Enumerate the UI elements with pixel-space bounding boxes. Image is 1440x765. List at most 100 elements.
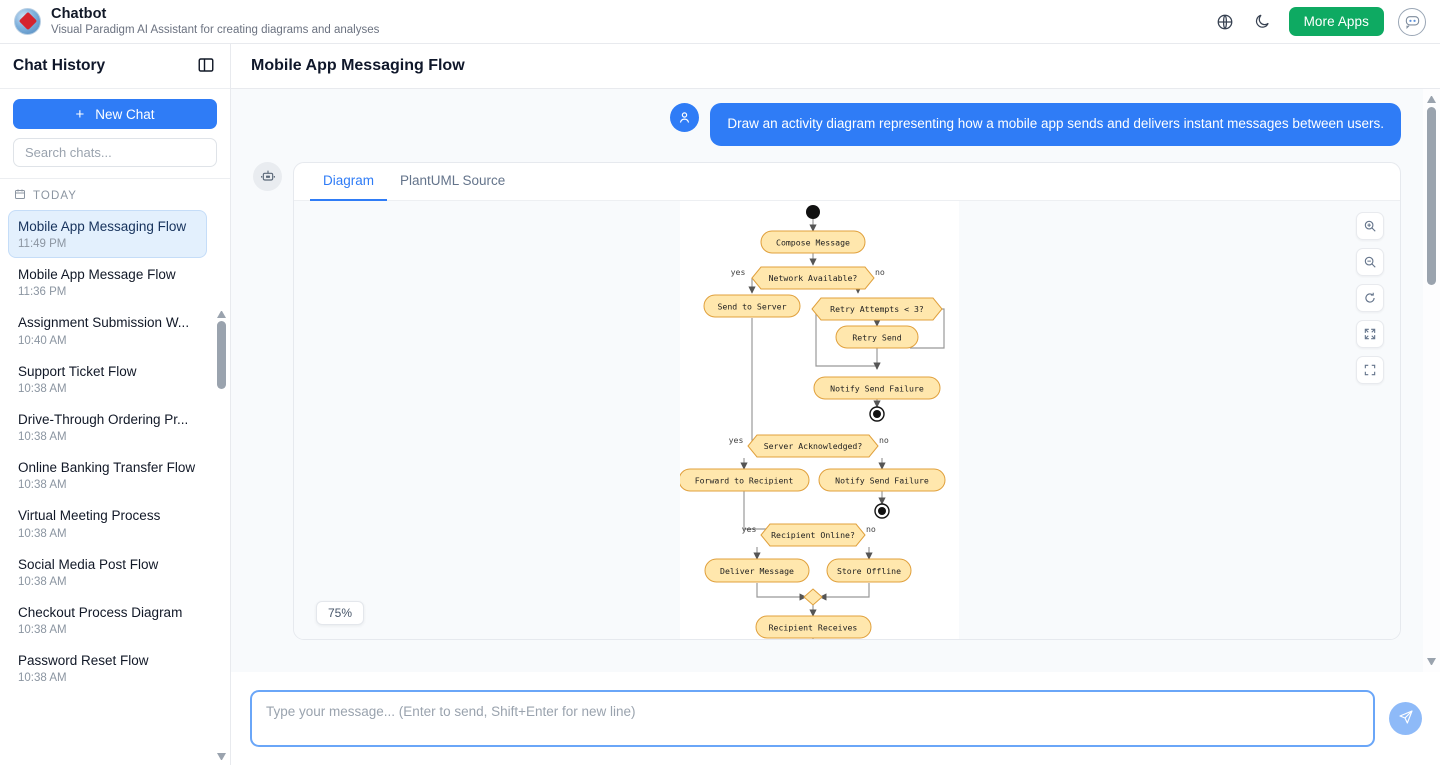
sidebar: Chat History + New Chat TODAY xyxy=(0,44,231,765)
reset-view-button[interactable] xyxy=(1356,283,1384,312)
sidebar-header: Chat History xyxy=(0,44,230,89)
chat-item-time: 10:38 AM xyxy=(18,479,67,492)
panel-toggle-icon[interactable] xyxy=(197,56,217,76)
node-network-available: Network Available? xyxy=(751,266,875,290)
app-subtitle: Visual Paradigm AI Assistant for creatin… xyxy=(51,23,380,36)
svg-text:Network Available?: Network Available? xyxy=(769,273,858,283)
node-recipient-online: Recipient Online? xyxy=(760,523,866,547)
chat-item-name: Password Reset Flow xyxy=(18,652,149,668)
tab-diagram[interactable]: Diagram xyxy=(310,163,388,201)
chat-history-item[interactable]: Checkout Process Diagram 10:38 AM xyxy=(8,596,207,644)
message-input[interactable] xyxy=(250,690,1375,747)
chat-item-name: Social Media Post Flow xyxy=(18,556,159,572)
chat-item-time: 10:40 AM xyxy=(18,334,67,347)
user-message-text: Draw an activity diagram representing ho… xyxy=(710,103,1401,146)
fullscreen-button[interactable] xyxy=(1356,355,1384,384)
page-title: Mobile App Messaging Flow xyxy=(251,57,465,74)
node-recipient-receives: Recipient Receives xyxy=(755,615,872,639)
search-input[interactable] xyxy=(13,138,217,167)
chat-item-time: 11:36 PM xyxy=(18,286,67,299)
diagram-canvas[interactable]: Compose Message Network Available? yes n… xyxy=(294,200,1400,639)
diagram-toolbar xyxy=(1356,211,1384,384)
guard-network-no: no xyxy=(875,267,885,277)
user-icon xyxy=(670,103,700,132)
svg-text:Retry Attempts < 3?: Retry Attempts < 3? xyxy=(830,304,924,314)
main-header: Mobile App Messaging Flow xyxy=(231,44,1440,89)
chat-group-label: TODAY xyxy=(33,189,78,202)
node-retry-send: Retry Send xyxy=(835,325,919,349)
chat-history-item[interactable]: Drive-Through Ordering Pr... 10:38 AM xyxy=(8,403,207,451)
svg-text:Compose Message: Compose Message xyxy=(776,237,850,247)
chat-item-name: Checkout Process Diagram xyxy=(18,604,183,620)
chat-scrollbar[interactable] xyxy=(1423,89,1440,672)
chat-item-time: 10:38 AM xyxy=(18,431,67,444)
node-send-to-server: Send to Server xyxy=(703,294,801,318)
plus-icon: + xyxy=(75,105,85,123)
activity-diagram: Compose Message Network Available? yes n… xyxy=(680,204,946,639)
node-notify-send-failure-2: Notify Send Failure xyxy=(818,468,946,492)
chat-scroll-down-arrow-icon[interactable] xyxy=(1427,658,1436,667)
zoom-level-badge: 75% xyxy=(316,600,365,625)
brand: Chatbot Visual Paradigm AI Assistant for… xyxy=(0,6,379,37)
node-server-acknowledged: Server Acknowledged? xyxy=(747,434,879,458)
chat-item-name: Virtual Meeting Process xyxy=(18,508,161,524)
visual-paradigm-logo-icon xyxy=(14,7,41,35)
chat-item-name: Drive-Through Ordering Pr... xyxy=(18,411,189,427)
sidebar-scrollbar[interactable] xyxy=(215,309,228,765)
initial-node xyxy=(806,204,820,219)
send-paper-plane-icon xyxy=(1398,709,1414,728)
svg-text:Recipient Receives: Recipient Receives xyxy=(769,622,858,632)
main-panel: Mobile App Messaging Flow Draw an activi… xyxy=(231,44,1440,765)
chat-history-item[interactable]: Password Reset Flow 10:38 AM xyxy=(8,644,207,692)
scroll-up-arrow-icon[interactable] xyxy=(217,309,226,318)
guard-online-no: no xyxy=(866,524,876,534)
svg-text:Send to Server: Send to Server xyxy=(717,301,786,311)
chat-history-item[interactable]: Online Banking Transfer Flow 10:38 AM xyxy=(8,451,207,499)
calendar-icon xyxy=(14,188,26,203)
svg-text:Deliver Message: Deliver Message xyxy=(720,566,794,576)
scroll-down-arrow-icon[interactable] xyxy=(217,753,226,762)
send-button[interactable] xyxy=(1389,702,1422,735)
sidebar-title: Chat History xyxy=(13,57,106,74)
guard-ack-yes: yes xyxy=(729,435,744,445)
zoom-in-button[interactable] xyxy=(1356,211,1384,240)
chat-item-time: 10:38 AM xyxy=(18,672,67,685)
assistant-message: Diagram PlantUML Source xyxy=(253,161,1401,640)
chat-item-time: 10:38 AM xyxy=(18,623,67,636)
guard-online-yes: yes xyxy=(742,524,757,534)
globe-icon[interactable] xyxy=(1213,10,1237,34)
robot-icon xyxy=(253,161,282,191)
final-node-2 xyxy=(874,503,890,519)
zoom-out-button[interactable] xyxy=(1356,247,1384,276)
chatbot-avatar-icon[interactable] xyxy=(1398,7,1426,36)
moon-icon[interactable] xyxy=(1251,10,1275,34)
chat-item-name: Assignment Submission W... xyxy=(18,315,190,331)
diagram-tabs: Diagram PlantUML Source xyxy=(294,163,1400,201)
chat-item-time: 11:49 PM xyxy=(18,238,67,251)
chat-history-item[interactable]: Assignment Submission W... 10:40 AM xyxy=(8,306,207,354)
svg-text:Notify Send Failure: Notify Send Failure xyxy=(830,383,924,393)
fit-to-screen-button[interactable] xyxy=(1356,319,1384,348)
new-chat-button[interactable]: + New Chat xyxy=(13,99,217,129)
tab-plantuml-source[interactable]: PlantUML Source xyxy=(400,172,506,188)
svg-text:Server Acknowledged?: Server Acknowledged? xyxy=(764,441,863,451)
node-store-offline: Store Offline xyxy=(826,558,912,583)
chat-scrollbar-thumb[interactable] xyxy=(1427,107,1436,285)
final-node-1 xyxy=(869,406,885,422)
chat-scroll-up-arrow-icon[interactable] xyxy=(1427,94,1436,103)
svg-text:Notify Send Failure: Notify Send Failure xyxy=(835,475,929,485)
sidebar-scrollbar-thumb[interactable] xyxy=(217,321,226,389)
diagram-card: Diagram PlantUML Source xyxy=(293,161,1401,640)
more-apps-button[interactable]: More Apps xyxy=(1288,7,1384,36)
svg-text:Retry Send: Retry Send xyxy=(852,332,901,342)
merge-node xyxy=(803,588,823,606)
new-chat-label: New Chat xyxy=(95,106,155,122)
chat-item-name: Support Ticket Flow xyxy=(18,363,137,379)
chat-item-name: Online Banking Transfer Flow xyxy=(18,460,196,476)
